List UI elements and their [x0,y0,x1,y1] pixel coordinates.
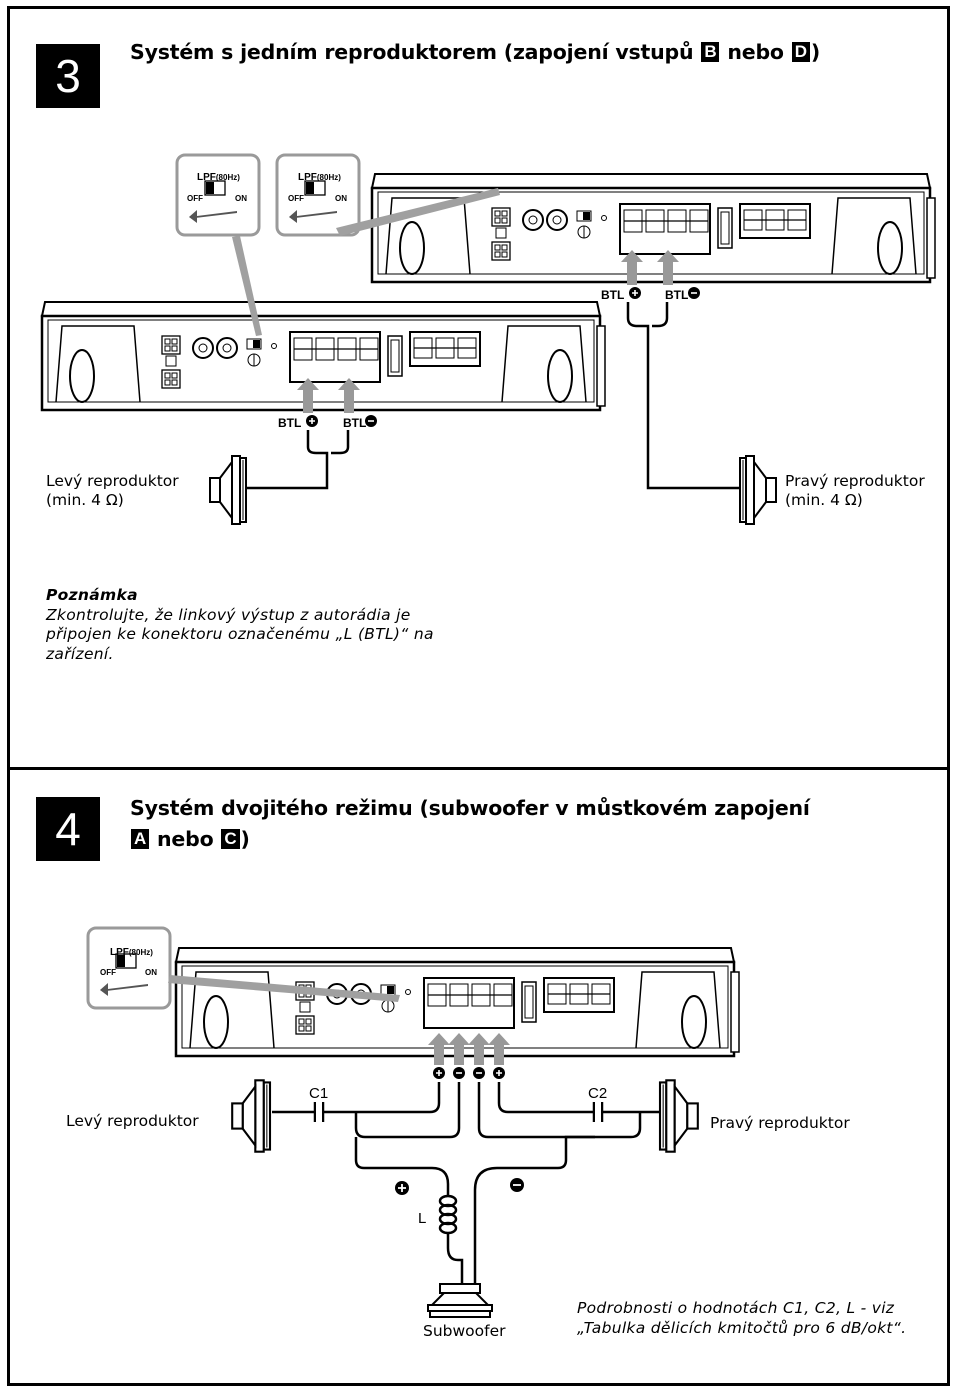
right-speaker-label-s3: Pravý reproduktor (min. 4 Ω) [785,472,925,510]
lpf-label: LPF [298,172,317,183]
section-4-number: 4 [36,797,100,861]
svg-text:LPF(80Hz): LPF(80Hz) [197,172,240,183]
off-label: OFF [100,968,116,977]
lpf-freq: (80Hz) [129,948,153,957]
svg-text:LPF(80Hz): LPF(80Hz) [110,947,153,958]
section-3-number: 3 [36,44,100,108]
btl-plus-label: BTL [601,288,624,302]
off-label: OFF [288,194,304,203]
note-heading: Poznámka [46,586,138,604]
capacitor-c1-label: C1 [309,1085,328,1102]
footnote: Podrobnosti o hodnotách C1, C2, L - viz … [577,1298,906,1338]
lpf-freq: (80Hz) [317,173,341,182]
note-line-2: připojen ke konektoru označenému „L (BTL… [46,625,434,643]
section-3-title-text: Systém s jedním reproduktorem (zapojení … [130,40,694,64]
svg-text:LPF(80Hz): LPF(80Hz) [298,172,341,183]
note-line-3: zařízení. [46,644,114,663]
footnote-line-1: Podrobnosti o hodnotách C1, C2, L - viz [577,1299,895,1317]
section-3-title: Systém s jedním reproduktorem (zapojení … [130,37,820,68]
on-label: ON [335,194,347,203]
note-block: Poznámka Zkontrolujte, že linkový výstup… [46,586,434,664]
page-frame [7,6,950,1386]
key-c-badge: C [221,829,240,849]
right-speaker-name: Pravý reproduktor [785,472,925,490]
section-4-title-line-2: A nebo C) [130,824,810,855]
key-d-badge: D [791,42,810,62]
capacitor-c2-label: C2 [588,1085,607,1102]
left-speaker-label-s3: Levý reproduktor (min. 4 Ω) [46,472,179,510]
polarity-symbols-s3 [306,287,700,427]
key-a-badge: A [131,829,150,849]
right-speaker-label-s4: Pravý reproduktor [710,1114,850,1132]
left-speaker-name: Levý reproduktor [46,472,179,490]
left-speaker-label-s4: Levý reproduktor [66,1112,199,1130]
on-label: ON [235,194,247,203]
section-4-title-line-1: Systém dvojitého režimu (subwoofer v můs… [130,796,810,820]
note-line-1: Zkontrolujte, že linkový výstup z autorá… [46,605,411,624]
footnote-line-2: „Tabulka dělicích kmitočtů pro 6 dB/okt“… [577,1319,907,1337]
inductor-coil [438,1194,458,1235]
section-3-title-end: ) [810,40,820,64]
polarity-symbols-s4 [395,1067,524,1195]
subwoofer-speaker [427,1283,493,1318]
off-label: OFF [187,194,203,203]
lpf-freq: (80Hz) [216,173,240,182]
btl-minus-label: BTL [343,416,366,430]
btl-plus-label: BTL [278,416,301,430]
key-b-badge: B [701,42,720,62]
section-4-title-end: ) [240,827,250,851]
subwoofer-label: Subwoofer [423,1322,506,1340]
section-4-title: Systém dvojitého režimu (subwoofer v můs… [130,793,810,855]
left-speaker-impedance: (min. 4 Ω) [46,491,124,509]
lpf-label: LPF [197,172,216,183]
section-divider [9,767,948,770]
lpf-label: LPF [110,947,129,958]
inductor-l-label: L [418,1210,426,1227]
section-4-title-nebo: nebo [157,827,214,851]
on-label: ON [145,968,157,977]
section-3-title-nebo: nebo [727,40,784,64]
right-speaker-impedance: (min. 4 Ω) [785,491,863,509]
lpf-panel-labels-s3: LPF(80Hz) OFF ON LPF(80Hz) OFF ON [187,172,347,203]
btl-minus-label: BTL [665,288,688,302]
